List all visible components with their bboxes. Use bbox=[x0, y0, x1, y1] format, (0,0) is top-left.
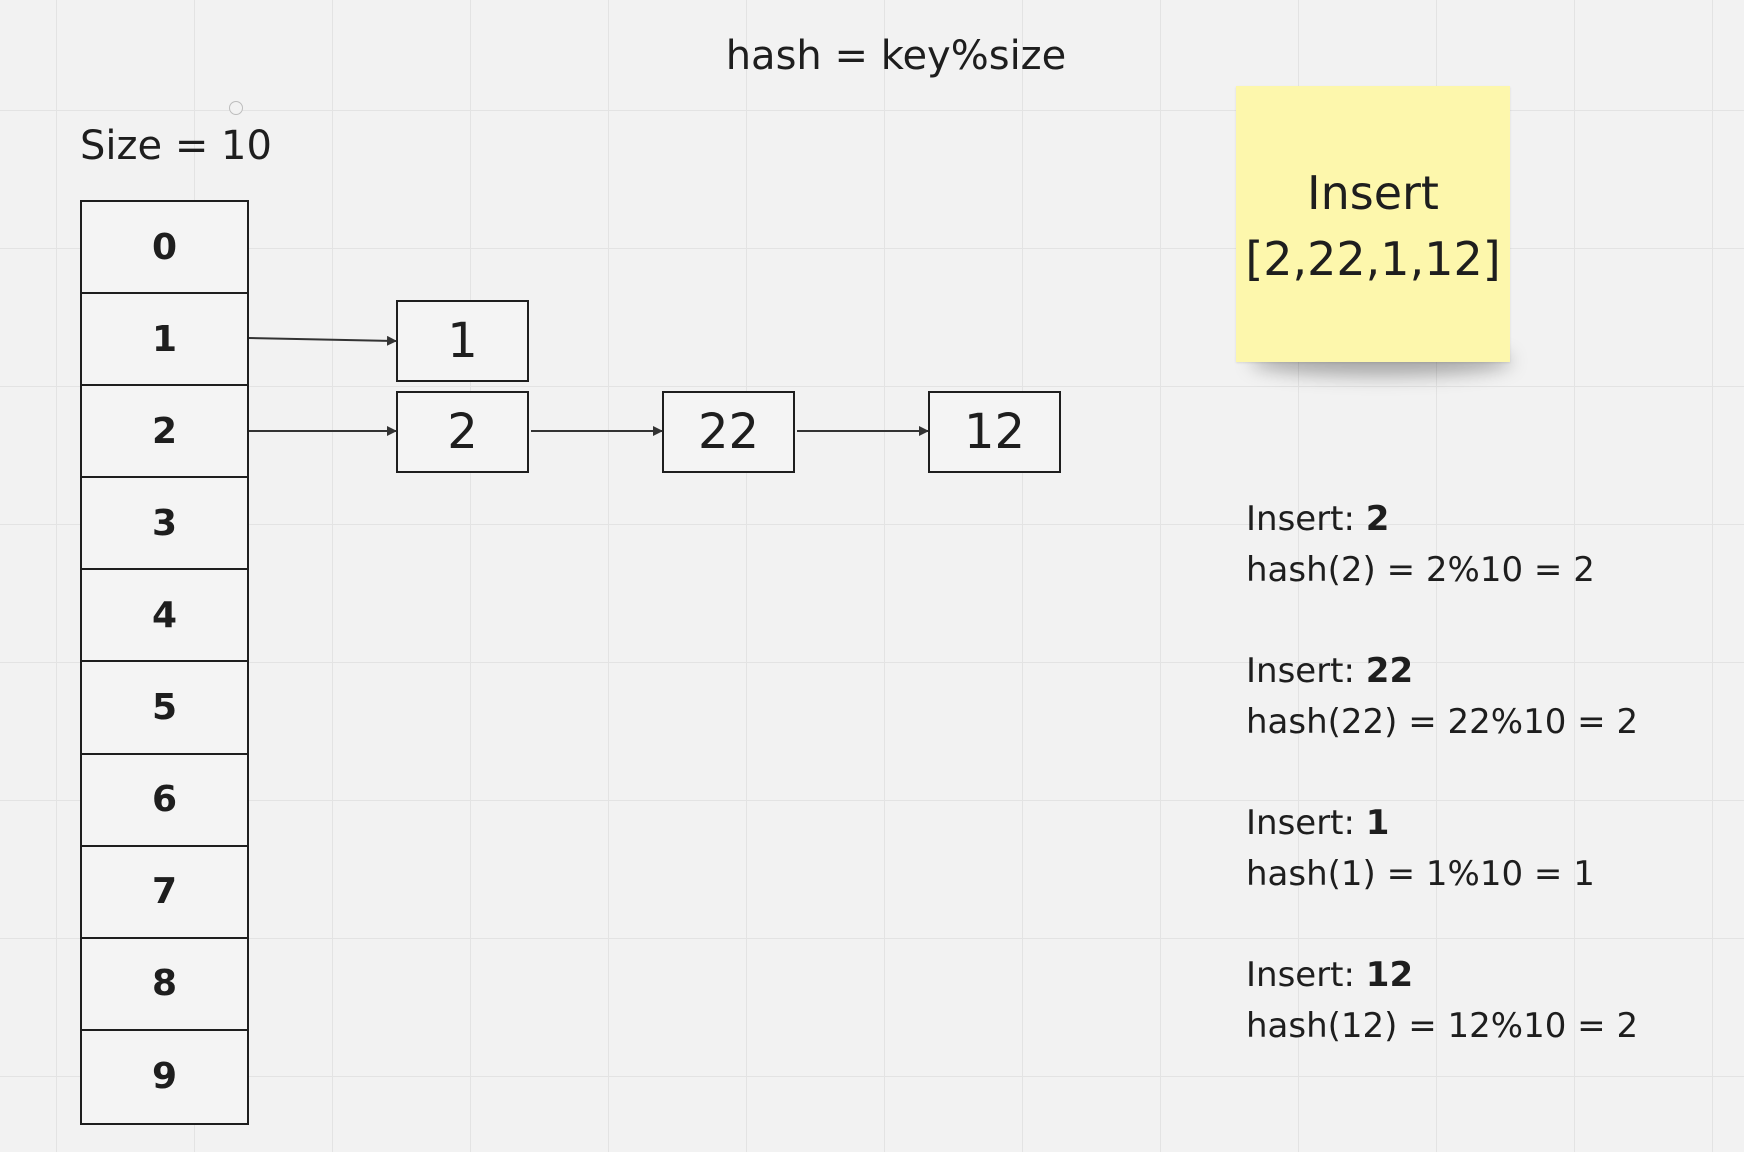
list-node-2[interactable]: 2 bbox=[396, 391, 529, 473]
insert-step: Insert: 1 hash(1) = 1%10 = 1 bbox=[1246, 798, 1716, 900]
table-slot-6[interactable]: 6 bbox=[82, 755, 247, 847]
step-value: 22 bbox=[1365, 651, 1414, 691]
diagram-title: hash = key%size bbox=[725, 33, 1067, 79]
hash-table[interactable]: 0 1 2 3 4 5 6 7 8 9 bbox=[80, 200, 249, 1125]
table-slot-7[interactable]: 7 bbox=[82, 847, 247, 939]
table-slot-3[interactable]: 3 bbox=[82, 478, 247, 571]
insert-step: Insert: 22 hash(22) = 22%10 = 2 bbox=[1246, 646, 1716, 748]
step-value: 2 bbox=[1365, 499, 1390, 539]
table-slot-2[interactable]: 2 bbox=[82, 386, 247, 479]
table-slot-8[interactable]: 8 bbox=[82, 939, 247, 1031]
list-node-22[interactable]: 22 bbox=[662, 391, 795, 473]
step-formula: hash(2) = 2%10 = 2 bbox=[1246, 550, 1595, 590]
step-value: 1 bbox=[1365, 803, 1390, 843]
sticky-note-line-1: Insert bbox=[1307, 166, 1439, 220]
insert-steps[interactable]: Insert: 2 hash(2) = 2%10 = 2 Insert: 22 … bbox=[1246, 494, 1716, 1102]
size-label: Size = 10 bbox=[80, 123, 272, 169]
step-label: Insert: bbox=[1246, 955, 1366, 995]
list-node-12[interactable]: 12 bbox=[928, 391, 1061, 473]
table-slot-4[interactable]: 4 bbox=[82, 570, 247, 663]
step-label: Insert: bbox=[1246, 499, 1366, 539]
arrow-slot1-to-node1 bbox=[248, 335, 397, 346]
insert-step: Insert: 2 hash(2) = 2%10 = 2 bbox=[1246, 494, 1716, 596]
step-formula: hash(1) = 1%10 = 1 bbox=[1246, 854, 1595, 894]
step-value: 12 bbox=[1365, 955, 1414, 995]
table-slot-1[interactable]: 1 bbox=[82, 294, 247, 387]
table-slot-0[interactable]: 0 bbox=[82, 202, 247, 295]
step-label: Insert: bbox=[1246, 651, 1366, 691]
step-formula: hash(22) = 22%10 = 2 bbox=[1246, 702, 1639, 742]
insert-step: Insert: 12 hash(12) = 12%10 = 2 bbox=[1246, 950, 1716, 1052]
list-node-1[interactable]: 1 bbox=[396, 300, 529, 382]
table-slot-9[interactable]: 9 bbox=[151, 1056, 178, 1098]
connector-handle[interactable] bbox=[229, 101, 243, 115]
table-slot-5[interactable]: 5 bbox=[82, 662, 247, 755]
step-label: Insert: bbox=[1246, 803, 1366, 843]
sticky-note-line-2: [2,22,1,12] bbox=[1245, 232, 1501, 286]
step-formula: hash(12) = 12%10 = 2 bbox=[1246, 1006, 1639, 1046]
sticky-note[interactable]: Insert [2,22,1,12] bbox=[1236, 86, 1510, 362]
